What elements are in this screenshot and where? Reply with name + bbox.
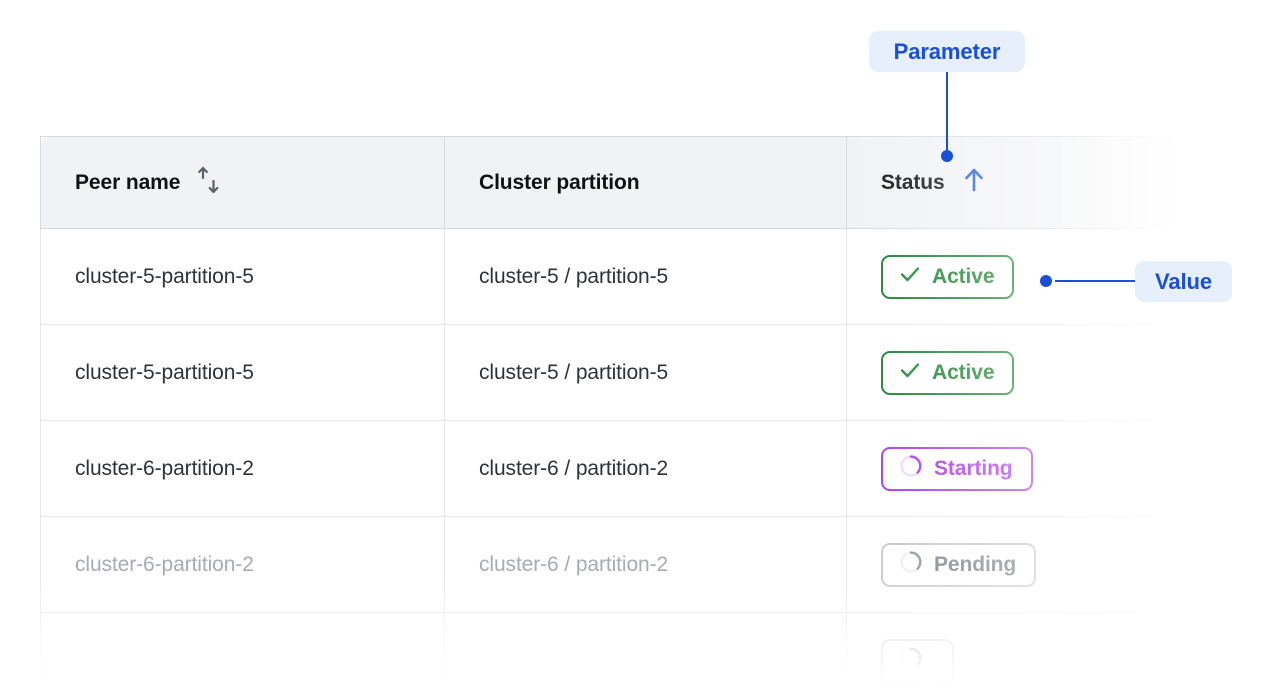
cell-peer-name xyxy=(40,612,445,688)
check-icon xyxy=(898,262,922,292)
status-badge-active: Active xyxy=(881,350,1015,395)
peers-table: Peer name Clu xyxy=(40,136,1192,688)
status-badge-label: Starting xyxy=(934,456,1013,480)
status-badge-label: Active xyxy=(932,264,995,288)
spinner-icon xyxy=(898,645,924,677)
status-badge-label: Pending xyxy=(934,552,1017,576)
status-badge-pending xyxy=(881,638,954,683)
cell-cluster-partition: cluster-6 / partition-2 xyxy=(444,516,847,613)
status-badge-label: Active xyxy=(932,360,995,384)
column-header-peer-name[interactable]: Peer name xyxy=(40,136,445,229)
cell-status: Active xyxy=(846,324,1192,421)
column-header-cluster-partition[interactable]: Cluster partition xyxy=(444,136,847,229)
peers-table-container: Peer name Clu xyxy=(40,136,1192,688)
value-leader-line xyxy=(1055,280,1135,282)
column-header-status-label: Status xyxy=(881,170,945,194)
status-badge-active: Active xyxy=(881,254,1015,299)
cell-peer-name: cluster-5-partition-5 xyxy=(40,228,445,325)
parameter-leader-line xyxy=(946,72,948,156)
cell-cluster-partition: cluster-6 / partition-2 xyxy=(444,420,847,517)
parameter-leader-dot xyxy=(941,150,953,162)
sort-updown-icon[interactable] xyxy=(196,165,222,201)
cell-status: Starting xyxy=(846,420,1192,517)
column-header-cluster-partition-label: Cluster partition xyxy=(479,170,640,194)
check-icon xyxy=(898,358,922,388)
annotation-badge-value: Value xyxy=(1135,261,1232,302)
table-row[interactable]: cluster-5-partition-5 cluster-5 / partit… xyxy=(40,228,1192,325)
table-row[interactable]: cluster-5-partition-5 cluster-5 / partit… xyxy=(40,324,1192,421)
status-badge-pending: Pending xyxy=(881,542,1037,587)
table-header: Peer name Clu xyxy=(40,136,1192,229)
cell-peer-name: cluster-6-partition-2 xyxy=(40,516,445,613)
cell-cluster-partition: cluster-5 / partition-5 xyxy=(444,324,847,421)
table-row[interactable]: cluster-6-partition-2 cluster-6 / partit… xyxy=(40,516,1192,613)
cell-status: Pending xyxy=(846,516,1192,613)
spinner-icon xyxy=(898,453,924,485)
arrow-up-icon[interactable] xyxy=(961,166,987,200)
cell-peer-name: cluster-6-partition-2 xyxy=(40,420,445,517)
cell-status: Active xyxy=(846,228,1192,325)
table-row[interactable]: cluster-6-partition-2 cluster-6 / partit… xyxy=(40,420,1192,517)
cell-status xyxy=(846,612,1192,688)
cell-peer-name: cluster-5-partition-5 xyxy=(40,324,445,421)
value-leader-dot xyxy=(1040,275,1052,287)
column-header-status[interactable]: Status xyxy=(846,136,1192,229)
cell-cluster-partition: cluster-5 / partition-5 xyxy=(444,228,847,325)
table-row[interactable] xyxy=(40,612,1192,688)
spinner-icon xyxy=(898,549,924,581)
annotation-badge-parameter: Parameter xyxy=(869,31,1025,72)
column-header-peer-name-label: Peer name xyxy=(75,170,181,194)
table-body: cluster-5-partition-5 cluster-5 / partit… xyxy=(40,228,1192,688)
table-header-row: Peer name Clu xyxy=(40,136,1192,229)
cell-cluster-partition xyxy=(444,612,847,688)
status-badge-starting: Starting xyxy=(881,446,1033,491)
